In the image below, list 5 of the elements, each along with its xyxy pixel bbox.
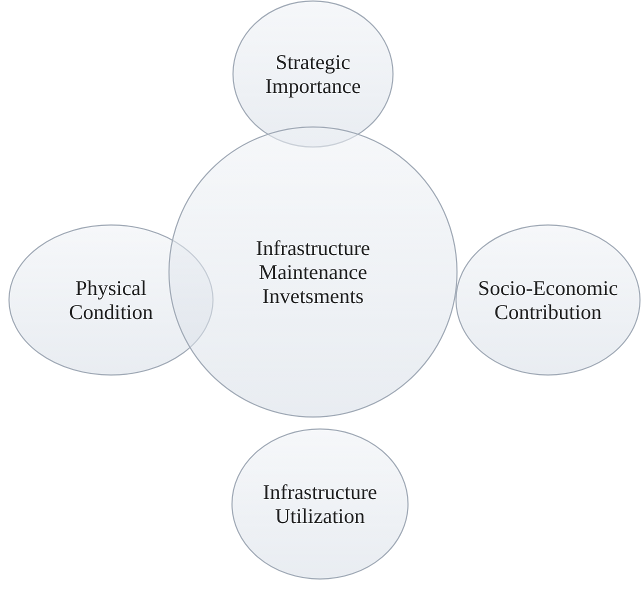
ellipse-label: Infrastructure Maintenance Invetsments	[254, 236, 372, 308]
ellipse-label: Physical Condition	[68, 276, 154, 324]
ellipse-label: Socio-Economic Contribution	[478, 276, 618, 324]
ellipse-label: Strategic Importance	[264, 50, 362, 98]
ellipse-label: Infrastructure Utilization	[262, 480, 378, 528]
